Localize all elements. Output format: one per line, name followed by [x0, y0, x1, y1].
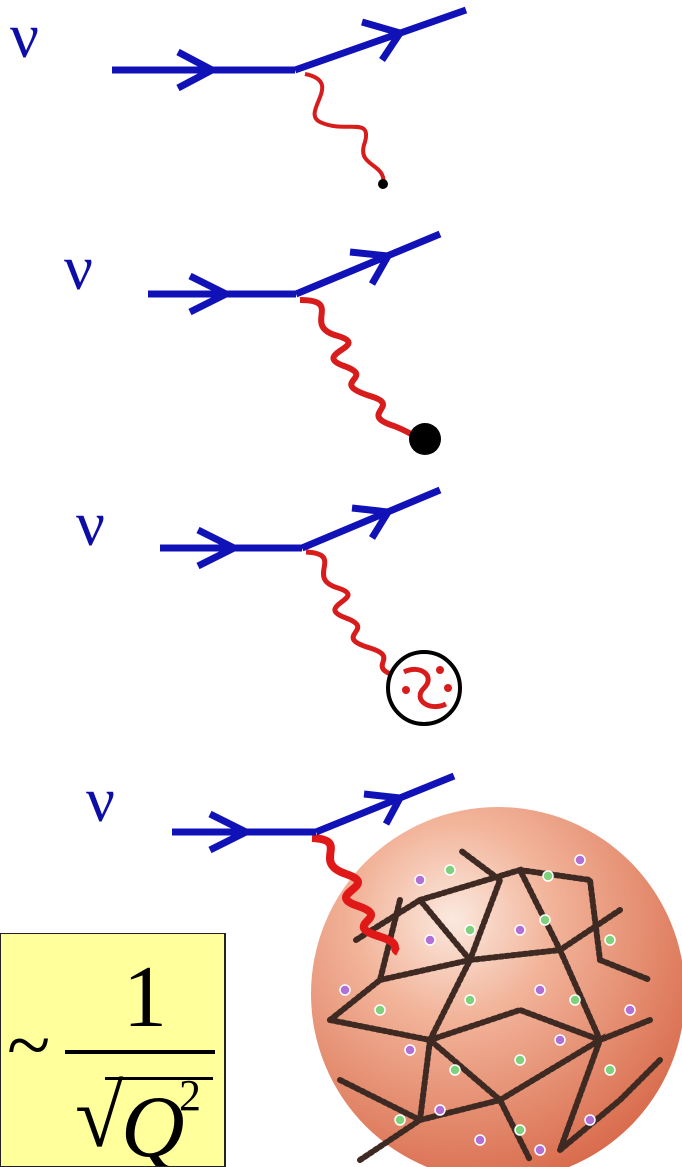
outgoing-arrowhead [361, 18, 404, 62]
boson-wave-line [304, 72, 386, 187]
root-overline [105, 1077, 213, 1080]
diagram-4 [172, 772, 682, 1167]
neutrino-label-3: ν [76, 488, 105, 559]
neutrino-label-4: ν [86, 764, 115, 835]
outgoing-arrowhead [363, 790, 404, 826]
incoming-arrowhead [208, 810, 250, 854]
formula-root: √ [75, 1069, 124, 1166]
boson-wave-line [299, 297, 425, 443]
diagram-3 [160, 486, 462, 726]
formula-numerator: 1 [123, 949, 167, 1046]
diagram-1 [112, 6, 468, 189]
diagram-2 [148, 230, 442, 455]
sphere-particles [339, 854, 636, 1156]
boson-wave-line [311, 834, 401, 956]
incoming-arrowhead [196, 526, 238, 570]
target-point-small [378, 179, 388, 189]
outgoing-lepton-line [294, 230, 442, 298]
outgoing-arrowhead [351, 504, 392, 540]
target-point-large [409, 423, 441, 455]
outgoing-lepton-line [314, 772, 456, 836]
outgoing-lepton-line [293, 6, 468, 74]
formula-tilde: ~ [7, 1002, 51, 1090]
boson-wave-line [305, 549, 397, 679]
formula-box: ~ 1 √ Q 2 [0, 933, 226, 1167]
formula-symbol: Q [121, 1079, 185, 1167]
target-substructure [402, 666, 452, 710]
formula-exponent: 2 [179, 1071, 201, 1120]
incoming-arrowhead [176, 48, 216, 92]
fraction-bar [65, 1050, 215, 1054]
incoming-arrowhead [188, 272, 230, 316]
outgoing-arrowhead [349, 248, 392, 286]
outgoing-lepton-line [300, 486, 442, 552]
neutrino-label-2: ν [64, 232, 93, 303]
neutrino-label-1: ν [10, 0, 39, 71]
